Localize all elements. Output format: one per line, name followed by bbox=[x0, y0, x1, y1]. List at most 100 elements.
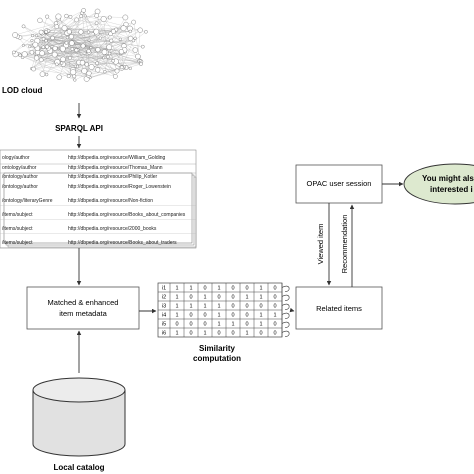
matrix-cell: 0 bbox=[189, 295, 192, 301]
triple-row: ontology/author http://dbpedia.org/resour… bbox=[2, 165, 163, 171]
similarity-line1: Similarity bbox=[199, 344, 236, 353]
matrix-cell: 1 bbox=[245, 331, 248, 337]
matrix-cell: 0 bbox=[273, 331, 276, 337]
triples-stack bbox=[0, 149, 197, 249]
matrix-cell: 0 bbox=[245, 313, 248, 319]
matrix-cell: 0 bbox=[217, 295, 220, 301]
triple-object: http://dbpedia.org/resource/Philip_Kotle… bbox=[68, 174, 158, 180]
matrix-cell: 0 bbox=[259, 331, 262, 337]
matched-line1: Matched & enhanced bbox=[48, 298, 119, 307]
matched-metadata-box bbox=[26, 286, 140, 330]
matrix-cell: 0 bbox=[203, 286, 206, 292]
opac-session-box bbox=[295, 164, 383, 204]
matrix-row-label: i6 bbox=[162, 331, 166, 337]
triple-row: /ontology/author http://dbpedia.org/resou… bbox=[2, 184, 171, 190]
matrix-cell: 0 bbox=[245, 304, 248, 310]
matrix-row-label: i2 bbox=[162, 295, 166, 301]
recommendation-label: Recommendation bbox=[340, 215, 349, 274]
self-loop-arrow bbox=[281, 312, 290, 319]
matrix-cell: 0 bbox=[175, 322, 178, 328]
matrix-cell: 0 bbox=[259, 304, 262, 310]
related-items-box bbox=[295, 286, 383, 330]
sparql-api-label: SPARQL API bbox=[55, 124, 103, 133]
matrix-cell: 0 bbox=[189, 331, 192, 337]
matrix-cell: 1 bbox=[217, 286, 220, 292]
matrix-cell: 0 bbox=[189, 313, 192, 319]
matrix-row-label: i4 bbox=[162, 313, 166, 319]
matrix-to-related-arrows bbox=[281, 285, 295, 337]
matrix-cell: 1 bbox=[259, 286, 262, 292]
arrow-matrix-to-related bbox=[289, 307, 295, 313]
matrix-cell: 1 bbox=[273, 313, 276, 319]
triple-predicate: ontology/author bbox=[2, 165, 37, 171]
triple-predicate: /items/subject bbox=[2, 240, 33, 246]
oval-line1: You might als bbox=[422, 174, 474, 183]
triple-row: /ontology/author http://dbpedia.org/resou… bbox=[2, 174, 158, 180]
self-loop-arrow bbox=[281, 321, 290, 328]
matrix-cell: 0 bbox=[273, 304, 276, 310]
viewed-item-label: Viewed item bbox=[316, 224, 325, 265]
triple-object: http://dbpedia.org/resource/Roger_Lowens… bbox=[68, 184, 171, 190]
matrix-cell: 1 bbox=[175, 304, 178, 310]
triple-predicate: /items/subject bbox=[2, 226, 33, 232]
matrix-cell: 0 bbox=[217, 331, 220, 337]
triples-list: ology/author http://dbpedia.org/resource/… bbox=[0, 155, 196, 248]
matched-line2: item metadata bbox=[59, 309, 107, 318]
self-loop-arrow bbox=[281, 285, 290, 292]
matrix-cell: 1 bbox=[189, 286, 192, 292]
self-loop-arrow bbox=[281, 294, 290, 301]
triple-object: http://dbpedia.org/resource/Non-fiction bbox=[68, 198, 153, 204]
matrix-cell: 1 bbox=[259, 295, 262, 301]
matrix-cell: 1 bbox=[175, 331, 178, 337]
matrix-cell: 1 bbox=[175, 295, 178, 301]
triple-predicate: /ontology/author bbox=[2, 174, 38, 180]
self-loop-arrow bbox=[281, 330, 290, 337]
matrix-cell: 0 bbox=[231, 331, 234, 337]
triple-object: http://dbpedia.org/resource/Books_about_… bbox=[68, 212, 186, 218]
triple-row: /items/subject http://dbpedia.org/resourc… bbox=[0, 226, 196, 234]
matrix-cell: 1 bbox=[259, 322, 262, 328]
opac-session-label: OPAC user session bbox=[307, 179, 372, 188]
triple-object: http://dbpedia.org/resource/William_Gold… bbox=[68, 155, 165, 161]
triple-object: http://dbpedia.org/resource/2000_books bbox=[68, 226, 157, 232]
similarity-line2: computation bbox=[193, 354, 241, 363]
matrix-cell: 0 bbox=[231, 304, 234, 310]
matrix-cell: 0 bbox=[245, 322, 248, 328]
matrix-cell: 0 bbox=[231, 295, 234, 301]
triple-row: /ontology/literaryGenre http://dbpedia.or… bbox=[0, 198, 196, 206]
triple-predicate: /ontology/author bbox=[2, 184, 38, 190]
self-loop-arrow bbox=[281, 303, 290, 310]
matrix-cell: 1 bbox=[245, 295, 248, 301]
triple-predicate: ology/author bbox=[2, 155, 30, 161]
matrix-cell: 1 bbox=[259, 313, 262, 319]
matrix-cell: 0 bbox=[245, 286, 248, 292]
matrix-cell: 1 bbox=[189, 304, 192, 310]
triple-object: http://dbpedia.org/resource/Thomas_Mann bbox=[68, 165, 163, 171]
matrix-cell: 0 bbox=[273, 322, 276, 328]
recommendation-oval bbox=[403, 163, 474, 205]
matrix-cell: 0 bbox=[189, 322, 192, 328]
triple-object: http://dbpedia.org/resource/Books_about_… bbox=[68, 240, 177, 246]
matrix-cell: 0 bbox=[203, 322, 206, 328]
matrix-cell: 0 bbox=[273, 295, 276, 301]
triple-row: /items/subject http://dbpedia.org/resourc… bbox=[0, 240, 196, 248]
matrix-cell: 0 bbox=[231, 286, 234, 292]
local-catalog-label: Local catalog bbox=[53, 463, 104, 472]
matrix-cell: 1 bbox=[217, 322, 220, 328]
matrix-row-label: i1 bbox=[162, 286, 166, 292]
matrix-cell: 1 bbox=[203, 331, 206, 337]
triple-row: /items/subject http://dbpedia.org/resourc… bbox=[0, 212, 196, 220]
matrix-cell: 1 bbox=[217, 313, 220, 319]
matrix-cell: 1 bbox=[175, 286, 178, 292]
lod-cloud-label: LOD cloud bbox=[2, 86, 43, 95]
matrix-cell: 1 bbox=[175, 313, 178, 319]
local-catalog-database bbox=[32, 377, 126, 457]
triple-predicate: /items/subject bbox=[2, 212, 33, 218]
matrix-row-label: i5 bbox=[162, 322, 166, 328]
matrix-cell: 0 bbox=[273, 286, 276, 292]
triple-predicate: /ontology/literaryGenre bbox=[2, 198, 53, 204]
related-items-label: Related items bbox=[316, 304, 362, 313]
similarity-matrix: i1 1 1 0 1 0 0 1 0 i2 1 0 1 0 0 1 1 0 i3 1 1 1 1 0 0 0 0 i4 1 0 0 1 0 0 1 1… bbox=[157, 282, 283, 338]
matrix-row-label: i3 bbox=[162, 304, 166, 310]
